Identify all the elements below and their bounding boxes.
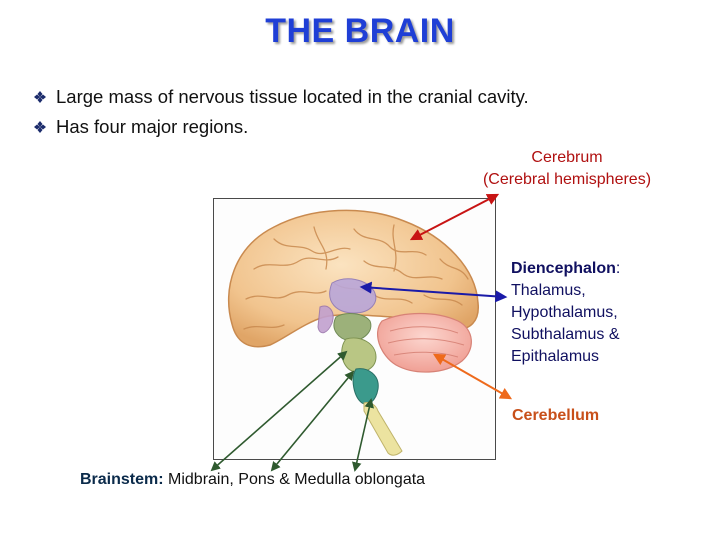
diamond-bullet-icon bbox=[34, 121, 46, 133]
brainstem-heading: Brainstem: bbox=[80, 471, 164, 488]
brainstem-label: Brainstem: Midbrain, Pons & Medulla oblo… bbox=[80, 469, 425, 491]
diencephalon-part: Hypothalamus, bbox=[511, 304, 618, 321]
bullet-item: Large mass of nervous tissue located in … bbox=[30, 82, 529, 112]
diencephalon-part: Thalamus, bbox=[511, 282, 586, 299]
pons-arrow bbox=[270, 370, 355, 472]
brain-drawing bbox=[227, 209, 479, 456]
midbrain-arrow bbox=[210, 350, 348, 472]
cerebellum-label: Cerebellum bbox=[512, 407, 600, 424]
cerebrum-detail: (Cerebral hemispheres) bbox=[482, 171, 652, 188]
diencephalon-colon: : bbox=[615, 260, 621, 277]
bullet-item: Has four major regions. bbox=[30, 112, 529, 142]
page-title: THE BRAIN bbox=[265, 12, 455, 50]
medulla-arrow bbox=[352, 398, 374, 472]
cerebrum-label: Cerebrum (Cerebral hemispheres) bbox=[467, 147, 667, 191]
cerebrum-shape bbox=[227, 209, 479, 348]
midbrain-shape bbox=[333, 313, 372, 342]
cerebellum-arrow bbox=[432, 353, 513, 400]
bullet-text: Large mass of nervous tissue located in … bbox=[56, 86, 529, 107]
diamond-bullet-icon bbox=[34, 91, 46, 103]
diencephalon-heading: Diencephalon bbox=[511, 260, 616, 277]
brainstem-detail: Midbrain, Pons & Medulla oblongata bbox=[163, 471, 426, 488]
diencephalon-arrow bbox=[359, 281, 508, 303]
cerebrum-arrow bbox=[409, 193, 500, 241]
bullet-list: Large mass of nervous tissue located in … bbox=[30, 82, 529, 142]
diencephalon-part: Epithalamus bbox=[511, 348, 600, 365]
cerebrum-heading: Cerebrum bbox=[531, 149, 603, 166]
bullet-text: Has four major regions. bbox=[56, 116, 249, 137]
diencephalon-part: Subthalamus & bbox=[511, 326, 620, 343]
diencephalon-label: Diencephalon: Thalamus, Hypothalamus, Su… bbox=[511, 258, 711, 368]
